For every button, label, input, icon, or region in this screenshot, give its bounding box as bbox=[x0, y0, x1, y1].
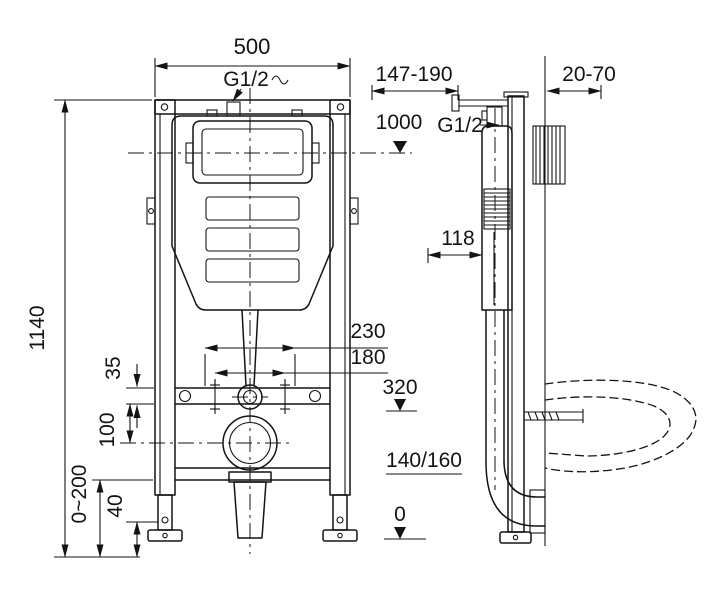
frame-rails bbox=[146, 99, 359, 496]
water-wave-icon bbox=[271, 75, 289, 85]
dim-height-1140: 1140 bbox=[26, 99, 152, 558]
dim-118: 118 bbox=[427, 227, 483, 263]
dim-foot-40: 40 bbox=[104, 494, 158, 558]
flush-valve-hatch bbox=[483, 188, 511, 230]
drain-elbow bbox=[485, 309, 546, 534]
dim-40-label: 40 bbox=[104, 494, 127, 517]
wall-section-hatch bbox=[532, 125, 566, 185]
front-view: 500 G1/2 1140 1000 230 bbox=[26, 34, 423, 558]
level-0: 0 bbox=[384, 503, 426, 540]
dim-width-500: 500 bbox=[154, 34, 351, 97]
dim-bolts-180: 180 bbox=[214, 346, 388, 386]
inlet-callout-front: G1/2 bbox=[223, 68, 289, 102]
toilet-bowl-outline bbox=[544, 379, 697, 473]
dim-140-160-label: 140/160 bbox=[386, 449, 462, 472]
inlet-front-label: G1/2 bbox=[223, 68, 269, 91]
cistern-front bbox=[171, 101, 334, 311]
level-320: 320 bbox=[382, 376, 418, 412]
dim-legs-0-200: 0~200 bbox=[68, 465, 153, 558]
adjustable-legs bbox=[147, 494, 358, 542]
dim-width-label: 500 bbox=[234, 34, 271, 59]
dim-height-label: 1140 bbox=[26, 305, 49, 350]
dim-bolts-230: 230 bbox=[204, 320, 388, 386]
side-view: 147-190 20-70 G1/2 bbox=[371, 56, 697, 546]
bowl-fixing-bolt bbox=[524, 409, 584, 423]
level-marker-icon bbox=[394, 527, 406, 539]
level-1000: 1000 bbox=[128, 111, 423, 154]
dim-0-200-label: 0~200 bbox=[68, 465, 91, 524]
water-inlet-fitting bbox=[226, 101, 241, 117]
dim-147-190-label: 147-190 bbox=[375, 63, 452, 86]
level-320-label: 320 bbox=[382, 376, 417, 399]
level-0-label: 0 bbox=[394, 503, 406, 526]
dim-118-label: 118 bbox=[441, 227, 474, 250]
level-marker-icon bbox=[393, 141, 407, 153]
dim-180-label: 180 bbox=[350, 346, 385, 369]
inlet-callout-side: G1/2 bbox=[437, 114, 500, 137]
inlet-side-label: G1/2 bbox=[437, 114, 483, 137]
dim-20-70-label: 20-70 bbox=[562, 63, 616, 86]
cistern-side bbox=[481, 106, 513, 490]
dim-140-160: 140/160 bbox=[386, 449, 462, 475]
wall-bracket-rod bbox=[451, 94, 508, 112]
dim-100-label: 100 bbox=[96, 412, 119, 447]
dim-depth-147-190: 147-190 bbox=[371, 63, 459, 100]
dim-wall-20-70: 20-70 bbox=[546, 63, 616, 99]
dim-230-label: 230 bbox=[350, 320, 385, 343]
level-1000-label: 1000 bbox=[376, 111, 423, 134]
dim-35-label: 35 bbox=[102, 356, 125, 379]
dim-drain-100: 100 bbox=[96, 403, 134, 448]
level-marker-icon bbox=[394, 399, 406, 411]
dim-rail-35: 35 bbox=[102, 356, 154, 428]
